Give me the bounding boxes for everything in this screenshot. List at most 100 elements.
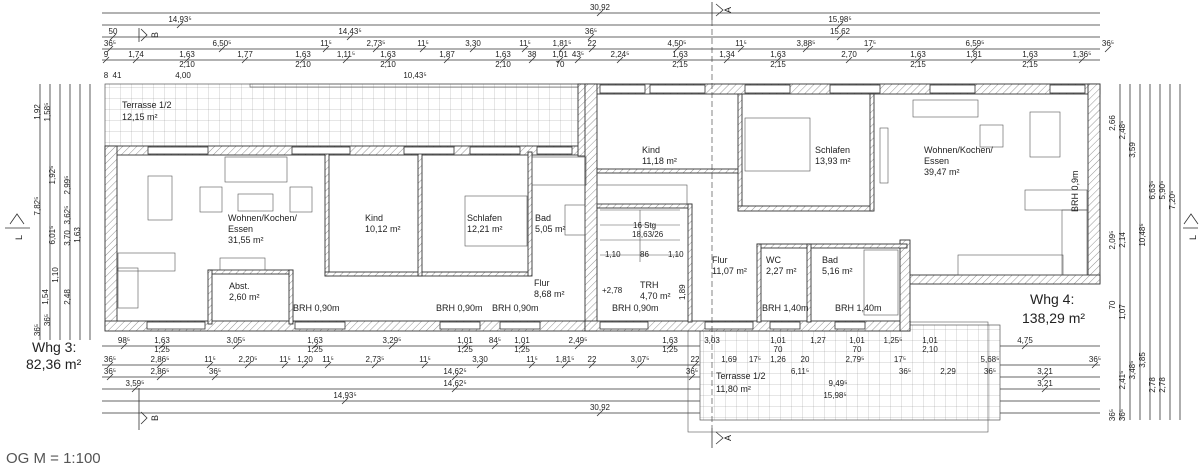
dimension-line: [528, 56, 536, 64]
dimension-label: 98⁵: [118, 336, 130, 345]
svg-text:BRH 0,90m: BRH 0,90m: [612, 303, 659, 313]
section-marker-b: B B: [138, 28, 160, 430]
dimension-label: 1,54: [41, 289, 50, 305]
dimension-label: 1,81: [966, 50, 982, 59]
dimension-label: 6,50⁵: [213, 39, 232, 48]
dimension-label: 1,20: [297, 355, 313, 364]
dimension-label: 1,58⁵: [43, 103, 52, 122]
dimension-label: 11⁵: [204, 355, 216, 364]
dimension-line: [183, 56, 191, 64]
dimension-label: 3,59⁵: [126, 379, 145, 388]
dimension-label: 10,43⁵: [403, 71, 426, 80]
dimension-line: [106, 361, 114, 369]
dimension-label: 1,01: [849, 336, 865, 345]
dimension-label: 3,07⁵: [631, 355, 650, 364]
plan-caption: OG M = 1:100: [6, 450, 101, 467]
dimension-label: 2,79⁵: [846, 355, 865, 364]
dimension-line: [588, 45, 596, 53]
dimension-label: 36⁵: [686, 367, 698, 376]
dimension-label: 36⁵: [33, 324, 42, 336]
dimension-line: [556, 56, 564, 64]
dimension-label: 1,25⁵: [884, 336, 903, 345]
dimension-label: 1,25: [662, 345, 678, 354]
dimension-label: 1,25: [514, 345, 530, 354]
dimension-lines: [39, 9, 1181, 420]
section-marker-a: A A: [711, 2, 733, 448]
dimension-label: 1,25: [457, 345, 473, 354]
dimension-label: 1,63: [307, 336, 323, 345]
dimension-label: 36⁵: [104, 367, 116, 376]
svg-text:Kind: Kind: [642, 145, 660, 155]
dimension-line: [206, 361, 214, 369]
dimension-label: 1,63: [73, 227, 82, 243]
dimension-label: 2,09⁵: [1108, 231, 1117, 250]
dimension-line: [421, 361, 429, 369]
dimension-line: [666, 342, 674, 350]
dimension-label: 36⁵: [209, 367, 221, 376]
dimension-label: 1,63: [179, 50, 195, 59]
dimension-label: 3,05⁵: [227, 336, 246, 345]
dimension-label: 3,85: [1138, 352, 1147, 368]
dimension-line: [676, 56, 684, 64]
room-terrasse-whg4: Terrasse 1/211,80 m²: [716, 371, 766, 394]
window: [704, 321, 754, 330]
dimension-label: 10,48⁵: [1138, 223, 1147, 246]
dimension-label: 36⁵: [104, 39, 116, 48]
dimension-line: [346, 33, 354, 41]
svg-text:+2,78: +2,78: [602, 286, 623, 295]
dimension-label: 36⁵: [1102, 39, 1114, 48]
dimension-label: 6,01⁵: [48, 226, 57, 245]
dimension-label: 11⁵: [519, 39, 531, 48]
dimension-line: [372, 45, 380, 53]
dimension-label: 1,81⁵: [553, 39, 572, 48]
dimension-label: 2,15: [910, 60, 926, 69]
dimension-line: [109, 33, 117, 41]
dimension-label: 2,48: [63, 289, 72, 305]
svg-text:BRH 1,40m: BRH 1,40m: [762, 303, 809, 313]
dimension-label: 70: [556, 60, 565, 69]
dimension-line: [311, 342, 319, 350]
dimension-label: 1,01: [922, 336, 938, 345]
svg-text:BRH 1,40m: BRH 1,40m: [835, 303, 882, 313]
dimension-line: [322, 45, 330, 53]
dimension-label: 1,63: [672, 50, 688, 59]
dimension-line: [1041, 385, 1049, 393]
dimension-label: 3,21: [1037, 367, 1053, 376]
dimension-label: 30,92: [590, 403, 611, 412]
dimension-line: [341, 397, 349, 405]
dimension-line: [688, 373, 696, 381]
svg-text:2,27 m²: 2,27 m²: [766, 266, 797, 276]
dimension-label: 2,24⁵: [611, 50, 630, 59]
terrace-whg3: [104, 83, 591, 149]
dimension-label: 1,69: [721, 355, 737, 364]
dimension-line: [1021, 342, 1029, 350]
window: [1049, 84, 1086, 94]
dimension-label: 84⁵: [489, 336, 501, 345]
dimension-line: [461, 342, 469, 350]
dimension-label: 1,74: [128, 50, 144, 59]
svg-text:TRH: TRH: [640, 280, 659, 290]
svg-text:12,15 m²: 12,15 m²: [122, 112, 158, 122]
dimension-label: 1,25: [154, 345, 170, 354]
svg-text:11,18 m²: 11,18 m²: [642, 156, 677, 166]
section-marker-l: L L: [5, 213, 1199, 240]
svg-text:5,16 m²: 5,16 m²: [822, 266, 853, 276]
dimension-line: [596, 409, 604, 417]
dimension-line: [281, 361, 289, 369]
dimension-line: [616, 56, 624, 64]
windows: [146, 84, 1086, 330]
dimension-label: 1,92: [33, 104, 42, 120]
dimension-line: [241, 56, 249, 64]
dimension-label: 14,62⁵: [443, 367, 466, 376]
svg-text:BRH 0,90m: BRH 0,90m: [492, 303, 539, 313]
svg-text:12,21 m²: 12,21 m²: [467, 224, 503, 234]
svg-text:13,93 m²: 13,93 m²: [815, 156, 851, 166]
svg-text:138,29 m²: 138,29 m²: [1022, 310, 1085, 326]
dimension-label: 1,07: [1118, 304, 1127, 320]
svg-text:Bad: Bad: [535, 213, 551, 223]
dimension-line: [1091, 361, 1099, 369]
